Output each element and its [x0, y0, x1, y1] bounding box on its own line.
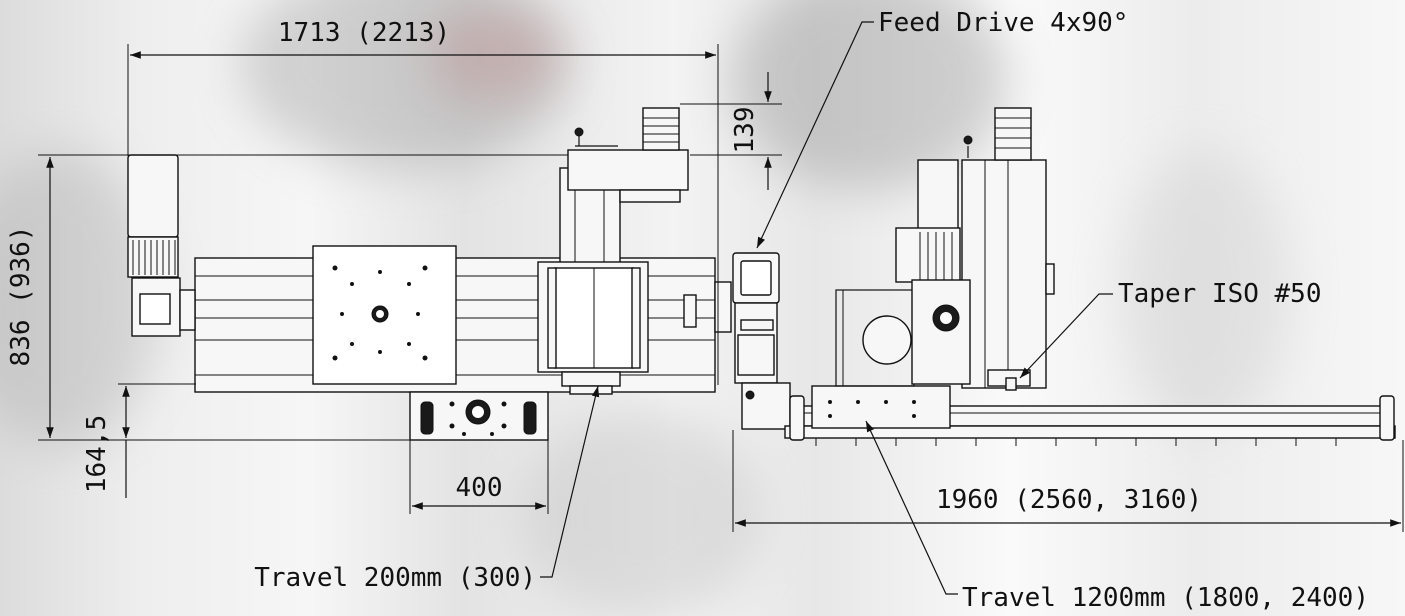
background-shadow: [1120, 150, 1290, 430]
dimension-lines: [38, 44, 1404, 532]
dimension-height-total: 836 (936): [6, 226, 36, 367]
dimension-top-offset: 139: [730, 107, 760, 154]
background-shadow: [240, 0, 570, 170]
front-view-machine: [127, 107, 732, 441]
dimension-bottom-offset: 164,5: [82, 415, 112, 493]
dimension-base-width: 400: [456, 473, 503, 503]
callout-travel-x: Travel 1200mm (1800, 2400): [962, 583, 1369, 613]
background-shadow: [730, 0, 1010, 190]
background-shadow: [520, 410, 760, 616]
dimension-width-total: 1713 (2213): [278, 18, 450, 48]
callout-taper: Taper ISO #50: [1118, 279, 1322, 309]
callout-travel-y: Travel 200mm (300): [254, 563, 536, 593]
side-view-machine: [784, 107, 1396, 446]
feed-drive-head: [732, 252, 791, 430]
dimension-length-total: 1960 (2560, 3160): [936, 485, 1202, 515]
leader-lines: [540, 21, 1113, 595]
callout-feed-drive: Feed Drive 4x90°: [878, 8, 1128, 38]
